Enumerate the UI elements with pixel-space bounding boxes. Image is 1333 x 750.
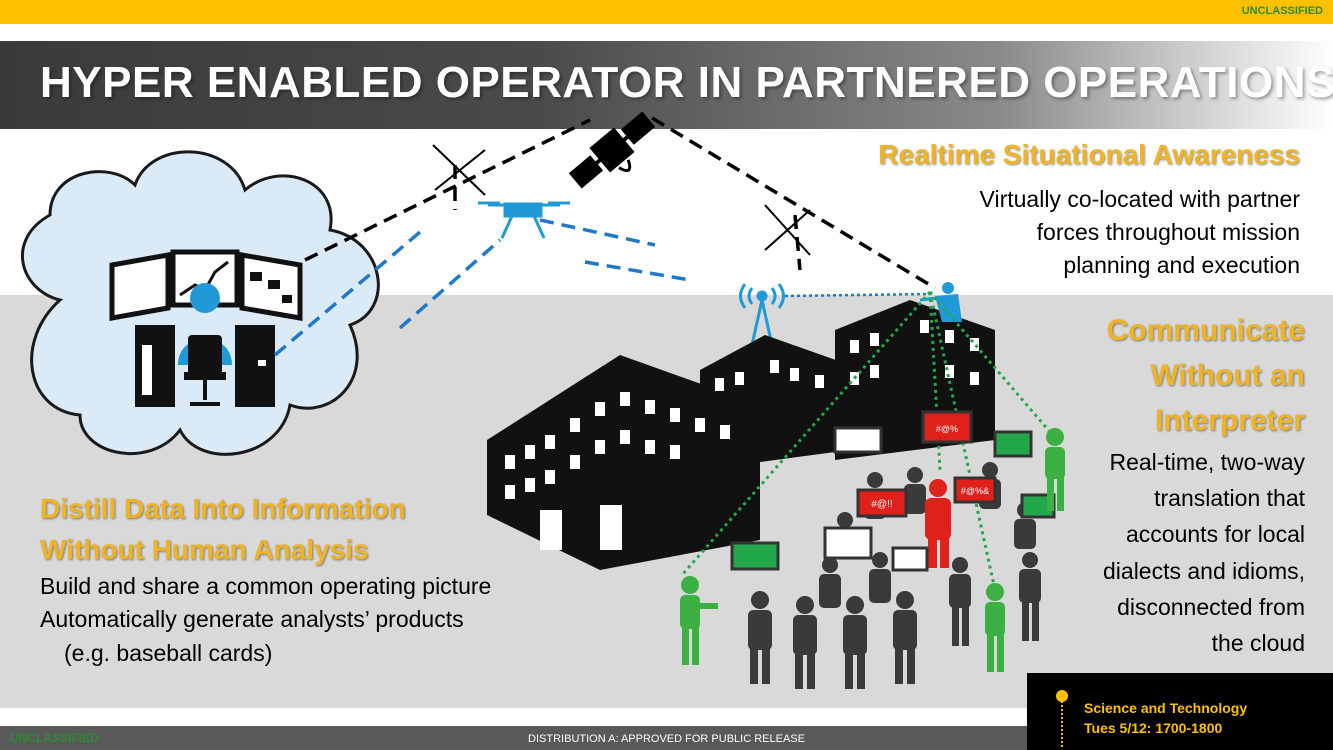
- event-time: Tues 5/12: 1700-1800: [1084, 720, 1223, 736]
- distill-line-1: Build and share a common operating pictu…: [40, 573, 492, 599]
- drone-icon: [478, 201, 570, 239]
- awareness-line-2: forces throughout mission: [1036, 219, 1300, 245]
- classification-bottom: UNCLASSIFIED: [10, 731, 99, 745]
- title-bar: [0, 41, 1333, 129]
- awareness-line-1: Virtually co-located with partner: [979, 186, 1300, 212]
- agitator-figure: [925, 479, 951, 568]
- timeline-dot-icon: [1056, 690, 1068, 702]
- operator-workstation-icon: [109, 249, 303, 407]
- partner-soldier-icon: [680, 428, 1065, 672]
- buildings-icon: [487, 300, 995, 570]
- cell-tower-icon: [739, 283, 785, 346]
- communicate-heading-2: Without an: [1150, 359, 1305, 392]
- communicate-line-6: the cloud: [1211, 630, 1305, 656]
- communicate-line-1: Real-time, two-way: [1109, 449, 1305, 475]
- communicate-heading-3: Interpreter: [1154, 404, 1305, 437]
- distribution-statement: DISTRIBUTION A: APPROVED FOR PUBLIC RELE…: [528, 733, 805, 745]
- communicate-heading-1: Communicate: [1106, 314, 1305, 347]
- sign-text-2: #@!!: [871, 499, 892, 510]
- sniper-icon: [919, 282, 962, 322]
- timeline-line: [1061, 697, 1063, 747]
- event-box: [1027, 673, 1333, 750]
- satellite-icon: [568, 111, 656, 189]
- distill-heading-2: Without Human Analysis: [40, 534, 369, 565]
- communicate-line-4: dialects and idioms,: [1103, 558, 1305, 584]
- awareness-heading: Realtime Situational Awareness: [878, 139, 1300, 170]
- classification-top: UNCLASSIFIED: [1241, 5, 1323, 17]
- sign-text-3: #@%&: [961, 486, 989, 496]
- distill-heading-1: Distill Data Into Information: [40, 493, 406, 524]
- top-banner: [0, 0, 1333, 24]
- communicate-line-5: disconnected from: [1117, 594, 1305, 620]
- awareness-line-3: planning and execution: [1063, 252, 1300, 278]
- distill-line-2: Automatically generate analysts’ product…: [40, 606, 464, 632]
- distill-line-3: (e.g. baseball cards): [64, 640, 273, 666]
- page-title: HYPER ENABLED OPERATOR IN PARTNERED OPER…: [40, 58, 1333, 107]
- communicate-line-2: translation that: [1154, 485, 1305, 511]
- communicate-line-3: accounts for local: [1126, 521, 1305, 547]
- sign-text-1: #@%: [936, 424, 958, 434]
- event-title: Science and Technology: [1084, 700, 1248, 716]
